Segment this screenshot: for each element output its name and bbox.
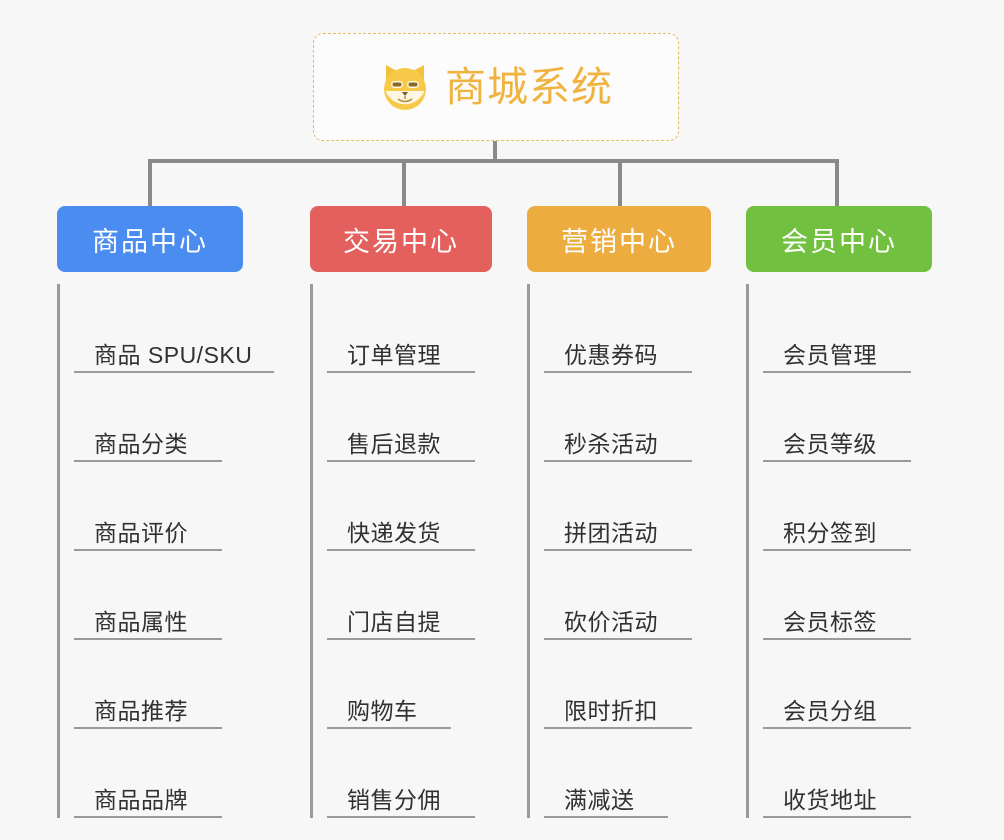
leaf-item-label: 限时折扣	[564, 697, 658, 724]
connector-drop-0	[148, 159, 152, 206]
leaf-item[interactable]: 门店自提	[327, 551, 475, 640]
connector-drop-3	[835, 159, 839, 206]
leaf-item[interactable]: 满减送	[544, 729, 668, 818]
connector-drop-2	[618, 159, 622, 206]
connector-drop-1	[402, 159, 406, 206]
branch-column-0: 商品中心商品 SPU/SKU 商品分类商品评价商品属性商品推荐商品品牌	[57, 206, 274, 818]
leaf-item[interactable]: 收货地址	[763, 729, 911, 818]
root-title: 商城系统	[445, 63, 613, 110]
branch-column-3: 会员中心会员管理会员等级积分签到会员标签会员分组收货地址	[746, 206, 932, 818]
leaf-item[interactable]: 售后退款	[327, 373, 475, 462]
branch-header-label: 商品中心	[92, 226, 208, 257]
leaf-list-3: 会员管理会员等级积分签到会员标签会员分组收货地址	[746, 284, 932, 818]
leaf-item[interactable]: 商品评价	[74, 462, 222, 551]
leaf-item-label: 购物车	[347, 697, 418, 724]
leaf-item-label: 售后退款	[347, 430, 441, 457]
leaf-list-0: 商品 SPU/SKU 商品分类商品评价商品属性商品推荐商品品牌	[57, 284, 274, 818]
branch-column-1: 交易中心订单管理售后退款快递发货门店自提购物车销售分佣	[310, 206, 492, 818]
root-node[interactable]: 商城系统	[313, 33, 679, 141]
leaf-item-label: 拼团活动	[564, 519, 658, 546]
leaf-item-label: 会员等级	[783, 430, 877, 457]
leaf-item[interactable]: 积分签到	[763, 462, 911, 551]
leaf-item-label: 优惠券码	[564, 341, 658, 368]
leaf-list-1: 订单管理售后退款快递发货门店自提购物车销售分佣	[310, 284, 492, 818]
leaf-item[interactable]: 商品 SPU/SKU	[74, 284, 274, 373]
leaf-item[interactable]: 销售分佣	[327, 729, 475, 818]
leaf-item[interactable]: 商品属性	[74, 551, 222, 640]
leaf-item-label: 商品属性	[94, 608, 188, 635]
leaf-item[interactable]: 会员等级	[763, 373, 911, 462]
leaf-item-label: 满减送	[564, 786, 635, 813]
branch-header-label: 交易中心	[343, 226, 459, 257]
leaf-item-label: 会员分组	[783, 697, 877, 724]
leaf-item[interactable]: 优惠券码	[544, 284, 692, 373]
leaf-item[interactable]: 会员管理	[763, 284, 911, 373]
branch-header-1[interactable]: 交易中心	[310, 206, 492, 272]
leaf-list-2: 优惠券码秒杀活动拼团活动砍价活动限时折扣满减送	[527, 284, 711, 818]
leaf-item-label: 积分签到	[783, 519, 877, 546]
leaf-item-label: 商品 SPU/SKU	[94, 341, 253, 368]
leaf-item-label: 收货地址	[783, 786, 877, 813]
connector-stem	[493, 141, 497, 163]
leaf-item-label: 快递发货	[347, 519, 441, 546]
connector-bus	[148, 159, 838, 163]
leaf-item[interactable]: 秒杀活动	[544, 373, 692, 462]
leaf-item[interactable]: 限时折扣	[544, 640, 692, 729]
leaf-item-label: 商品分类	[94, 430, 188, 457]
leaf-item-label: 门店自提	[347, 608, 441, 635]
leaf-item-label: 商品推荐	[94, 697, 188, 724]
leaf-item-label: 商品评价	[94, 519, 188, 546]
leaf-item[interactable]: 商品分类	[74, 373, 222, 462]
branch-header-3[interactable]: 会员中心	[746, 206, 932, 272]
leaf-item-label: 会员管理	[783, 341, 877, 368]
branch-header-0[interactable]: 商品中心	[57, 206, 243, 272]
leaf-item-label: 销售分佣	[347, 786, 441, 813]
shiba-dog-emoji	[379, 61, 431, 113]
leaf-item-label: 会员标签	[783, 608, 877, 635]
leaf-item-label: 订单管理	[347, 341, 441, 368]
leaf-item[interactable]: 拼团活动	[544, 462, 692, 551]
branch-header-label: 营销中心	[561, 226, 677, 257]
branch-column-2: 营销中心优惠券码秒杀活动拼团活动砍价活动限时折扣满减送	[527, 206, 711, 818]
leaf-item[interactable]: 购物车	[327, 640, 451, 729]
branch-header-label: 会员中心	[781, 226, 897, 257]
leaf-item[interactable]: 快递发货	[327, 462, 475, 551]
leaf-item-label: 秒杀活动	[564, 430, 658, 457]
branch-header-2[interactable]: 营销中心	[527, 206, 711, 272]
leaf-item[interactable]: 会员分组	[763, 640, 911, 729]
leaf-item[interactable]: 商品品牌	[74, 729, 222, 818]
leaf-item[interactable]: 商品推荐	[74, 640, 222, 729]
leaf-item[interactable]: 会员标签	[763, 551, 911, 640]
leaf-item-label: 砍价活动	[564, 608, 658, 635]
leaf-item-label: 商品品牌	[94, 786, 188, 813]
leaf-item[interactable]: 订单管理	[327, 284, 475, 373]
leaf-item[interactable]: 砍价活动	[544, 551, 692, 640]
